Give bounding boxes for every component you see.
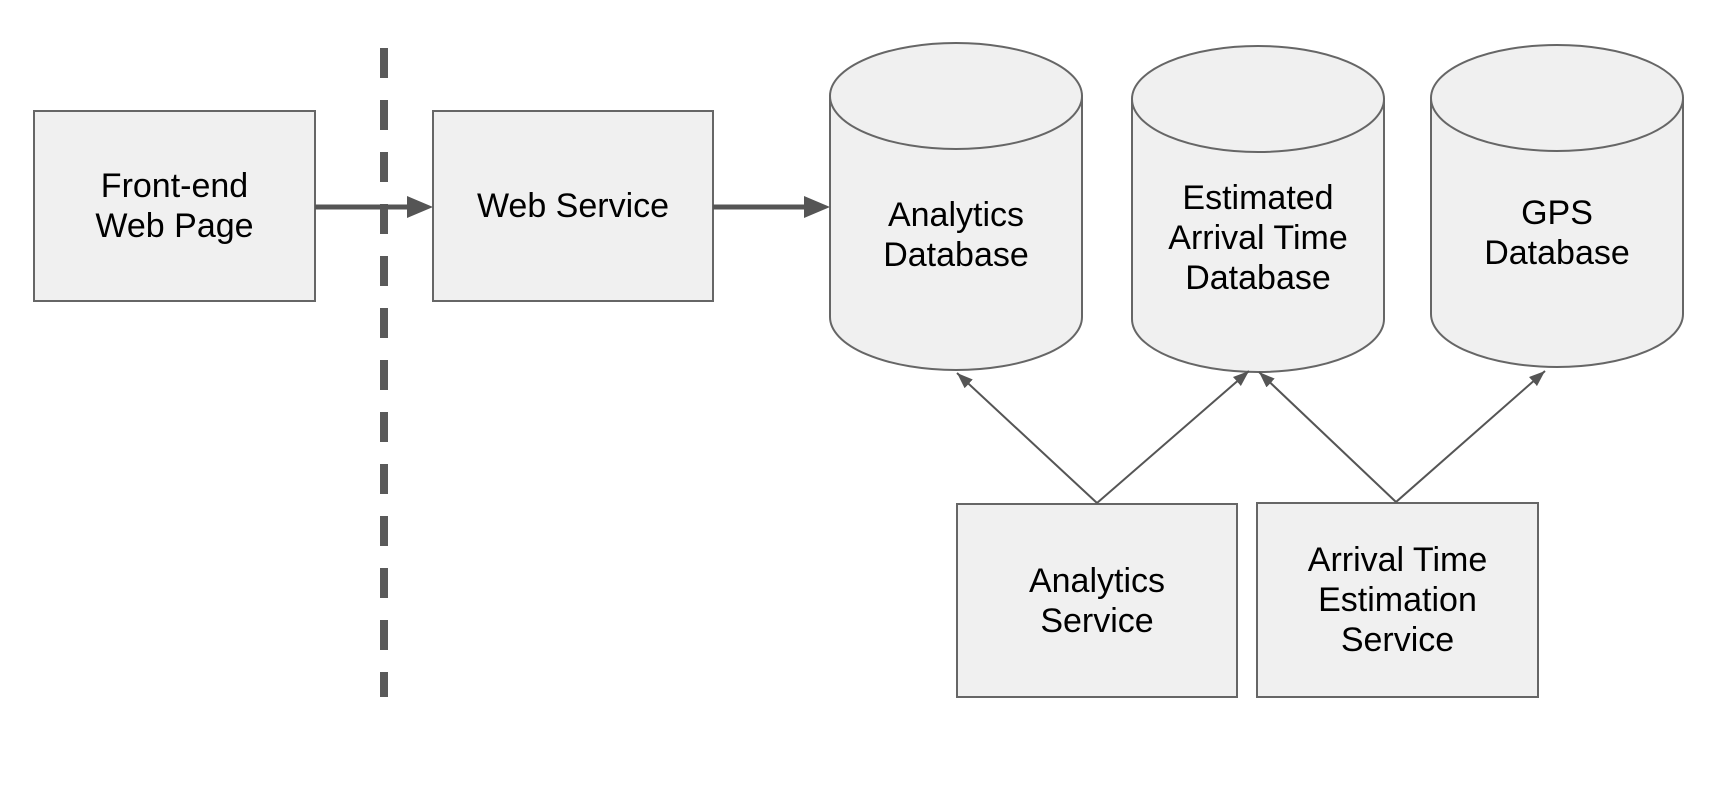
web-service-box [432,110,714,302]
analytics-database-cylinder [829,42,1083,371]
analytics-service-box [956,503,1238,698]
edge-ate-service-to-estimated-arrival-time-database [1258,371,1397,503]
arrowhead-icon [407,196,433,218]
frontend-web-page-box [33,110,316,302]
gps-database-cylinder [1430,44,1684,368]
edges-group [956,370,1546,504]
edge-ate-service-to-gps-database [1395,370,1546,503]
edge-analytics-service-to-analytics-database [956,372,1098,504]
arrowhead-icon [804,196,830,218]
estimated-arrival-time-database-cylinder [1131,45,1385,373]
edge-webservice-to-analytics-database [713,196,830,218]
edge-frontend-to-webservice [315,196,433,218]
arrival-time-estimation-service-box [1256,502,1539,698]
edge-analytics-service-to-estimated-arrival-time-database [1096,370,1250,504]
